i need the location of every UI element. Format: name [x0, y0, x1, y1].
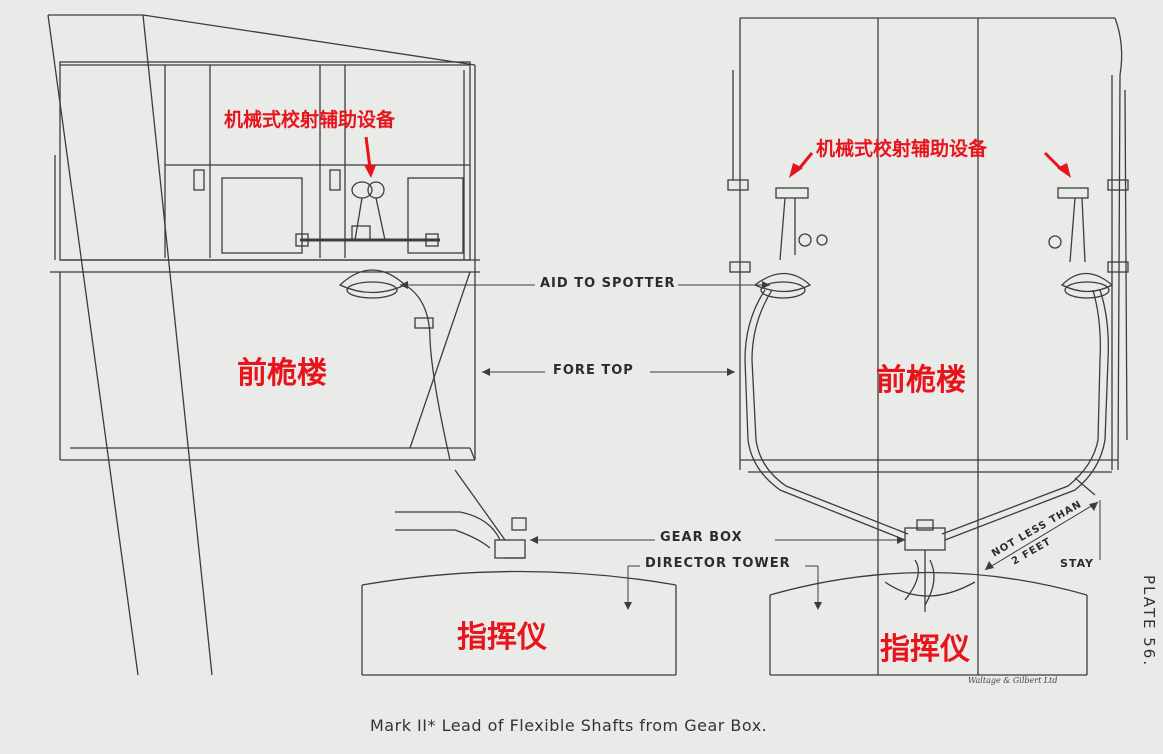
leader-lines: [400, 284, 1101, 605]
annotation-device-right: 机械式校射辅助设备: [816, 138, 988, 160]
aid-to-spotter-label: AID TO SPOTTER: [540, 276, 676, 291]
arrowheads: [400, 281, 1098, 610]
annotation-arrows: [364, 136, 1071, 178]
left-foretop-box: [50, 61, 480, 461]
right-spotter-device-2: [1048, 187, 1114, 299]
stay-label: STAY: [1060, 557, 1094, 570]
right-gear-box: [904, 519, 946, 612]
fore-top-label: FORE TOP: [553, 363, 634, 378]
director-tower-label: DIRECTOR TOWER: [645, 556, 791, 571]
figure-caption: Mark II* Lead of Flexible Shafts from Ge…: [370, 716, 768, 735]
maker-credit: Waltage & Gilbert Ltd: [968, 676, 1058, 685]
right-spotter-device-1: [753, 187, 828, 299]
left-spotter-device: [295, 181, 451, 461]
left-director-tower: [361, 570, 677, 676]
left-mast: [47, 14, 476, 676]
annotation-foretop-right: 前桅楼: [876, 363, 966, 398]
right-foretop: [727, 17, 1129, 675]
plate-number: PLATE 56.: [1140, 575, 1158, 668]
annotation-director-right: 指挥仪: [880, 632, 970, 667]
annotation-foretop-left: 前桅楼: [237, 356, 327, 391]
annotation-device-left: 机械式校射辅助设备: [224, 109, 396, 131]
right-director-tower: [769, 571, 1088, 676]
annotation-director-left: 指挥仪: [457, 620, 547, 655]
right-flexible-shafts: [744, 289, 1109, 541]
left-gear-box: [395, 469, 527, 559]
gear-box-label: GEAR BOX: [660, 530, 743, 545]
